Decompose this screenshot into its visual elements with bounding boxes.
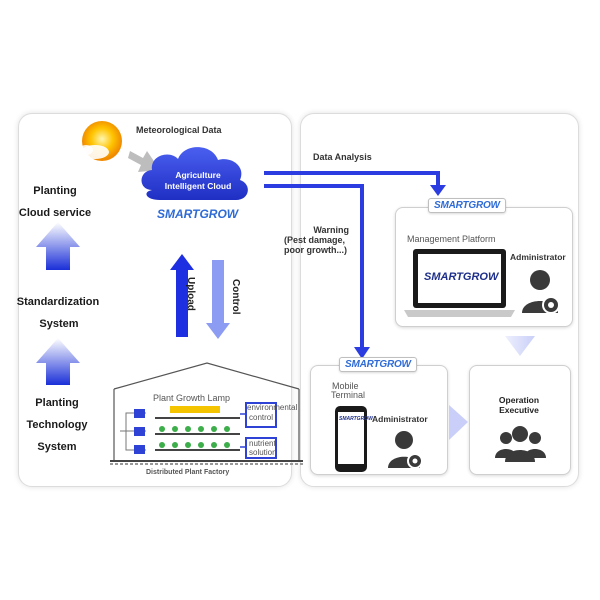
up-arrow-top <box>36 222 80 270</box>
management-platform-title: Management Platform <box>407 234 496 244</box>
arrow-right-to-operation <box>449 405 468 440</box>
smartgrow-logo-cloud: SMARTGROW <box>157 207 239 221</box>
cloud-shape <box>141 147 248 200</box>
smartgrow-badge-mobile: SMARTGROW <box>339 357 417 372</box>
data-analysis-label: Data Analysis <box>313 152 372 162</box>
standardization-line1: Standardization <box>16 296 100 308</box>
operation-executive-line1: Operation <box>498 395 540 405</box>
cloud-label-line1: Agriculture <box>175 170 221 180</box>
technology-line2: Technology <box>26 419 88 431</box>
mobile-admin-label: Administrator <box>372 414 428 424</box>
plant-growth-lamp-label: Plant Growth Lamp <box>153 393 231 403</box>
environmental-control-line2: control <box>249 413 274 422</box>
technology-line1: Planting <box>35 397 79 409</box>
warning-arrow <box>264 184 370 359</box>
meteorological-data-label: Meteorological Data <box>136 125 222 135</box>
planting-cloud-line2: Cloud service <box>18 207 92 219</box>
nutrient-solution-line1: nutrient <box>249 439 276 448</box>
control-arrow <box>206 260 230 339</box>
upload-arrow <box>170 254 194 337</box>
warning-line1: Warning <box>313 225 349 235</box>
sun-icon <box>79 121 122 161</box>
operation-executive-line2: Executive <box>499 405 539 415</box>
distributed-plant-factory-label: Distributed Plant Factory <box>146 469 230 476</box>
nutrient-solution-line2: solution <box>249 448 277 457</box>
standardization-line2: System <box>39 318 79 330</box>
environmental-control-line1: environmental <box>247 403 298 412</box>
cloud-label-line2: Intelligent Cloud <box>164 181 232 191</box>
warning-line3: poor growth...) <box>284 245 347 255</box>
administrator-icon-mobile <box>388 431 423 469</box>
laptop-screen-logo: SMARTGROW <box>424 271 499 283</box>
mobile-title-line2: Terminal <box>331 390 366 400</box>
phone-screen-logo: SMARTGROW <box>339 416 373 422</box>
up-arrow-middle <box>36 338 80 385</box>
plant-factory-icon <box>110 362 303 465</box>
warning-line2: (Pest damage, <box>284 235 346 245</box>
phone-icon <box>335 406 367 472</box>
mobile-terminal-card <box>310 365 448 475</box>
laptop-icon <box>404 249 515 317</box>
planting-cloud-line1: Planting <box>33 185 77 197</box>
arrow-down-to-operation <box>505 336 535 356</box>
technology-line3: System <box>37 441 77 453</box>
management-admin-label: Administrator <box>510 252 566 262</box>
data-analysis-arrow <box>264 171 446 196</box>
mobile-title-line1: Mobile <box>332 381 359 391</box>
administrator-icon <box>522 270 560 314</box>
smartgrow-badge-management: SMARTGROW <box>428 198 506 213</box>
control-label: Control <box>230 279 241 315</box>
team-icon <box>495 426 546 462</box>
upload-label: Upload <box>185 277 196 311</box>
